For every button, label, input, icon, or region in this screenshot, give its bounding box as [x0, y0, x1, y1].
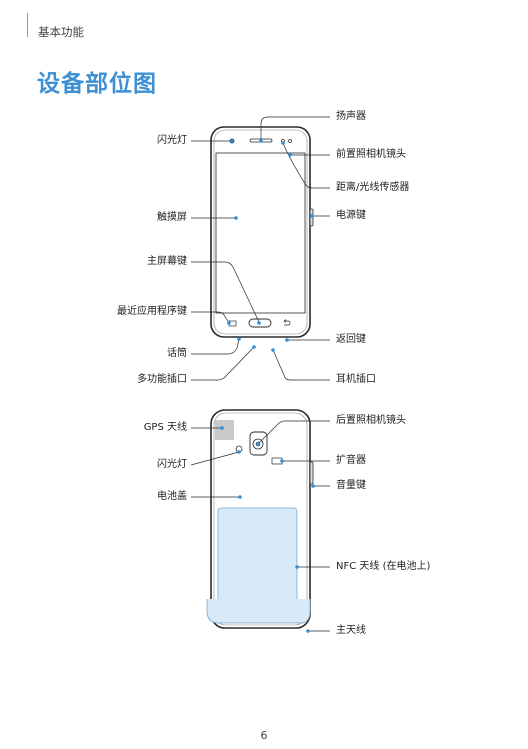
label-gps-antenna: GPS 天线 — [143, 422, 187, 433]
header-rule — [27, 13, 28, 37]
label-volume-key: 音量键 — [336, 480, 366, 491]
front-callout-dots — [227, 139, 314, 352]
label-proximity-light-sensor: 距离/光线传感器 — [336, 182, 410, 193]
label-battery-cover: 电池盖 — [157, 491, 187, 502]
section-header: 基本功能 — [38, 25, 84, 39]
front-phone — [210, 126, 314, 338]
back-callouts — [190, 420, 330, 632]
label-nfc-antenna: NFC 天线 (在电池上) — [336, 561, 431, 572]
label-front-flash: 闪光灯 — [157, 135, 187, 146]
page-number: 6 — [260, 729, 268, 742]
label-main-antenna: 主天线 — [336, 625, 366, 636]
label-rear-camera: 后置照相机镜头 — [336, 415, 406, 426]
front-callouts — [191, 116, 330, 381]
label-earphone-jack: 耳机插口 — [336, 374, 376, 385]
label-microphone: 话筒 — [167, 348, 187, 359]
label-touchscreen: 触摸屏 — [157, 212, 187, 223]
label-recent-apps-key: 最近应用程序键 — [117, 306, 187, 317]
back-phone — [206, 409, 314, 629]
label-front-camera: 前置照相机镜头 — [336, 149, 406, 160]
page-title: 设备部位图 — [37, 71, 157, 97]
label-loudspeaker: 扩音器 — [336, 455, 366, 466]
label-back-key: 返回键 — [336, 334, 366, 345]
label-speaker: 扬声器 — [336, 111, 366, 122]
label-multipurpose-jack: 多功能插口 — [137, 374, 187, 385]
back-callout-dots — [220, 426, 315, 633]
label-power-key: 电源键 — [336, 210, 366, 221]
label-back-flash: 闪光灯 — [157, 459, 187, 470]
label-home-key: 主屏幕键 — [147, 256, 187, 267]
